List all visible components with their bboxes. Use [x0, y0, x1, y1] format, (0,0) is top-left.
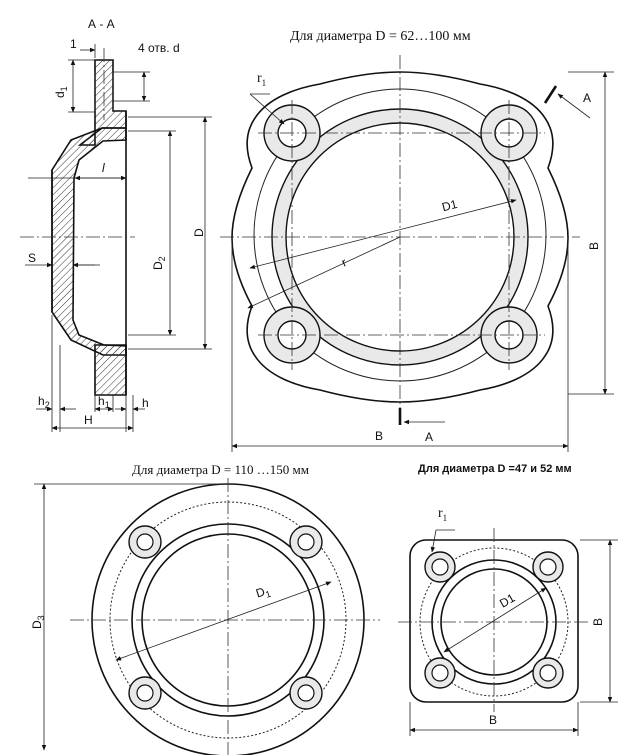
dim-l: l — [102, 161, 105, 175]
square-D1-dim-line — [443, 587, 547, 653]
main-A-bottom: A — [425, 430, 433, 444]
square-view-caption: Для диаметра D =47 и 52 мм — [418, 463, 572, 475]
square-r1-leader — [430, 529, 437, 553]
main-flange-outline — [231, 71, 569, 403]
round-bolt-hole-tl — [128, 525, 162, 559]
dim-h2: h2 — [38, 394, 50, 410]
dim-d1: d1 — [53, 86, 69, 98]
round-D1-label: D1 — [254, 583, 272, 602]
section-cut-mark-top — [543, 85, 558, 104]
square-bolt-hole-bl — [424, 657, 456, 689]
holes-label: 4 отв. d — [138, 41, 180, 55]
label-1: 1 — [70, 37, 77, 51]
square-B-right: B — [591, 618, 605, 626]
dim-D: D — [192, 228, 206, 237]
main-D1-dim-line — [249, 199, 517, 269]
main-view-caption: Для диаметра D = 62…100 мм — [290, 29, 471, 44]
r1-leader — [249, 93, 285, 125]
section-arrow-top — [557, 93, 591, 119]
main-D1-label: D1 — [440, 197, 459, 214]
round-bolt-hole-br — [289, 676, 323, 710]
main-r-dim-line — [247, 236, 401, 309]
square-bolt-hole-br — [532, 657, 564, 689]
round-bolt-hole-tr — [289, 525, 323, 559]
round-bolt-hole-bl — [128, 676, 162, 710]
cover-wall — [51, 127, 127, 356]
main-B-bottom: B — [375, 429, 383, 443]
dim-D2: D2 — [151, 256, 167, 270]
main-r1-label: r1 — [257, 71, 266, 88]
square-B-bottom: B — [489, 713, 497, 727]
dim-h: h — [142, 396, 149, 410]
main-A-top: A — [583, 91, 591, 105]
round-D1-dim-line — [115, 581, 332, 661]
round-view-caption: Для диаметра D = 110 …150 мм — [132, 462, 309, 477]
round-view: Для диаметра D = 110 …150 мм D1 — [30, 462, 380, 755]
dim-S: S — [28, 251, 36, 265]
square-bolt-hole-tr — [532, 551, 564, 583]
bottom-flange — [94, 344, 127, 396]
section-a-a-view: А - А 1 4 отв. d d1 D — [20, 17, 212, 432]
dim-H: H — [84, 413, 93, 427]
main-r-label: r — [339, 255, 348, 269]
square-view: Для диаметра D =47 и 52 мм r1 D1 — [398, 463, 618, 736]
dim-h1: h1 — [98, 394, 110, 410]
round-D3-label: D3 — [30, 615, 46, 629]
main-view: Для диаметра D = 62…100 мм — [220, 29, 614, 452]
main-B-right: B — [587, 242, 601, 250]
square-bolt-hole-tl — [424, 551, 456, 583]
section-title: А - А — [88, 17, 115, 31]
square-D1-label: D1 — [497, 591, 518, 611]
square-r1-label: r1 — [438, 506, 447, 523]
